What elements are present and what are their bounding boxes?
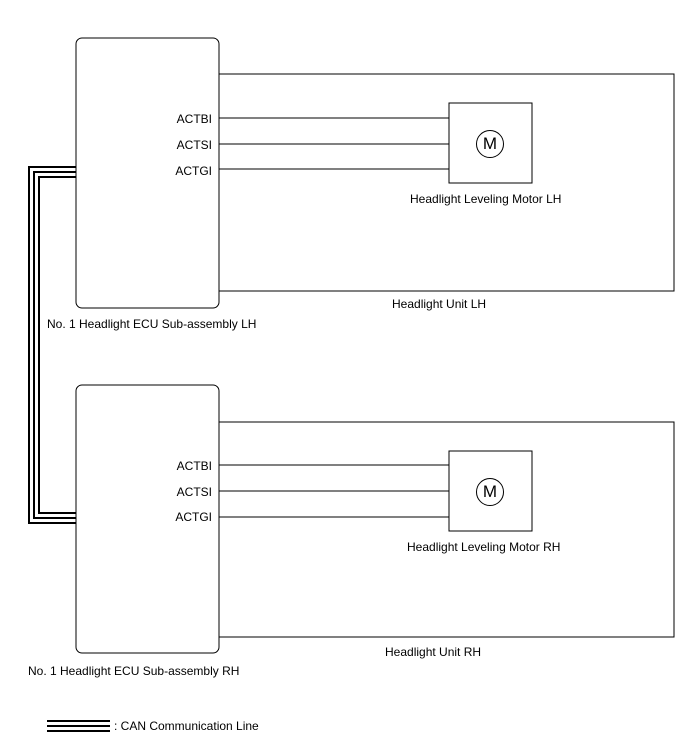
pin-label-actsi-lh: ACTSI [176,138,212,152]
pin-label-actsi-rh: ACTSI [176,485,212,499]
ecu-lh-label: No. 1 Headlight ECU Sub-assembly LH [47,317,257,331]
rh-signal-wires [219,464,449,518]
legend-can-line-symbol [47,720,110,732]
motor-rh-label: Headlight Leveling Motor RH [407,540,561,554]
ecu-rh-box [75,384,220,654]
legend-can-line-label: : CAN Communication Line [114,719,259,733]
motor-lh-icon: M [476,130,504,158]
pin-label-actbi-lh: ACTBI [176,112,212,126]
headlight-unit-rh-label: Headlight Unit RH [385,645,482,659]
ecu-lh-box [75,37,220,309]
pin-label-actbi-rh: ACTBI [176,459,212,473]
leveling-motor-lh-box [448,102,533,184]
can-communication-line [28,166,76,524]
pin-label-actgi-lh: ACTGI [175,164,212,178]
motor-rh-icon: M [476,478,504,506]
ecu-rh-label: No. 1 Headlight ECU Sub-assembly RH [28,664,240,678]
headlight-unit-lh-box [217,73,675,292]
headlight-unit-lh-label: Headlight Unit LH [392,297,487,311]
motor-lh-label: Headlight Leveling Motor LH [410,192,562,206]
headlight-unit-rh-box [217,421,675,638]
pin-label-actgi-rh: ACTGI [175,510,212,524]
lh-signal-wires [219,117,449,170]
